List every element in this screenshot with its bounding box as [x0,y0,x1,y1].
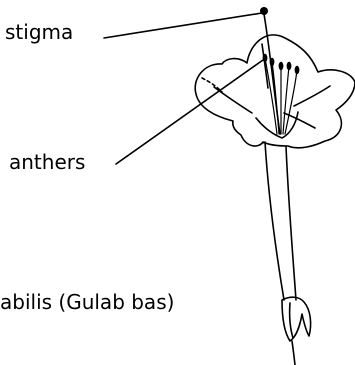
stigma-label: stigma [5,22,73,42]
calyx-inner-fold [290,303,293,338]
anther [270,58,275,66]
petal-crease-left [214,87,252,113]
floral-tube-right-edge [286,146,296,300]
anther [295,66,300,74]
petal-crease-upper [262,44,268,88]
calyx-bract [282,297,311,341]
anther [263,54,268,62]
petal-crease-right [294,86,330,106]
anther [287,62,292,70]
anthers-label: anthers [9,152,85,172]
petal-fold-left [202,78,222,92]
stigma-pointer-line [104,13,262,38]
anther [279,62,284,70]
anthers-pointer-line [116,60,263,164]
pedicel [292,341,295,365]
floral-tube-left-edge [265,142,284,300]
stigma-tip [260,7,268,15]
figure-caption: abilis (Gulab bas) [0,292,174,312]
